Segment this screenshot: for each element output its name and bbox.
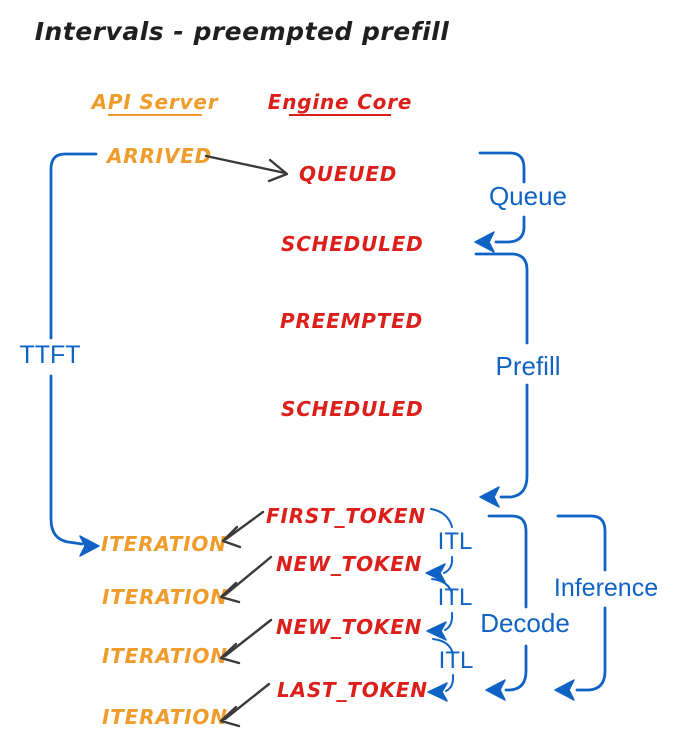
ttft-bracket: TTFT [19,152,100,557]
itl-arrowhead-3 [427,682,448,702]
event-new-token-1: NEW_TOKEN [276,552,422,576]
itl-bracket-1: ITL [425,508,473,583]
itl-label-3: ITL [439,647,474,674]
inference-bracket: Inference [554,514,658,701]
arrow-new-token1-to-iteration [219,555,273,604]
event-iteration-3: ITERATION [102,644,228,668]
prefill-arrowhead [479,486,500,508]
queue-arrowhead [474,231,495,253]
prefill-bracket: Prefill [474,252,561,508]
itl-arrowhead-1 [425,563,446,583]
inference-arrowhead [554,679,575,701]
decode-arrowhead [485,679,506,701]
ttft-arrowhead [79,535,100,557]
itl-label-1: ITL [438,528,473,555]
prefill-label: Prefill [495,351,560,381]
itl-bracket-2: ITL [426,578,473,641]
event-preempted: PREEMPTED [280,309,423,333]
decode-label: Decode [480,608,570,638]
event-arrived: ARRIVED [105,144,212,168]
arrow-arrived-to-queued [204,154,289,183]
event-first-token: FIRST_TOKEN [266,504,426,528]
inference-label: Inference [554,574,658,602]
event-scheduled-2: SCHEDULED [281,397,424,421]
arrow-last-token-to-iteration [219,682,271,728]
itl-label-2: ITL [438,584,473,611]
itl-bracket-3: ITL [427,638,474,702]
queue-bracket: Queue [474,151,567,253]
arrow-new-token2-to-iteration [219,618,273,665]
decode-bracket: Decode [480,514,570,701]
event-queued: QUEUED [299,162,397,186]
engine-core-column: QUEUED SCHEDULED PREEMPTED SCHEDULED FIR… [266,162,428,702]
event-arrows [204,154,289,728]
event-last-token: LAST_TOKEN [277,678,428,702]
event-iteration-1: ITERATION [101,532,227,556]
event-scheduled-1: SCHEDULED [281,232,424,256]
api-server-header: API Server [90,90,219,114]
ttft-label: TTFT [19,341,80,369]
queue-label: Queue [489,181,567,211]
diagram-title: Intervals - preempted prefill [35,17,450,46]
arrow-first-token-to-iteration [221,510,265,549]
api-server-column: ARRIVED ITERATION ITERATION ITERATION IT… [101,144,228,729]
event-iteration-4: ITERATION [102,705,228,729]
itl-arrowhead-2 [426,621,447,641]
column-headers: API Server Engine Core [90,90,412,116]
event-iteration-2: ITERATION [102,585,228,609]
event-new-token-2: NEW_TOKEN [276,615,422,639]
engine-core-header: Engine Core [268,90,412,114]
